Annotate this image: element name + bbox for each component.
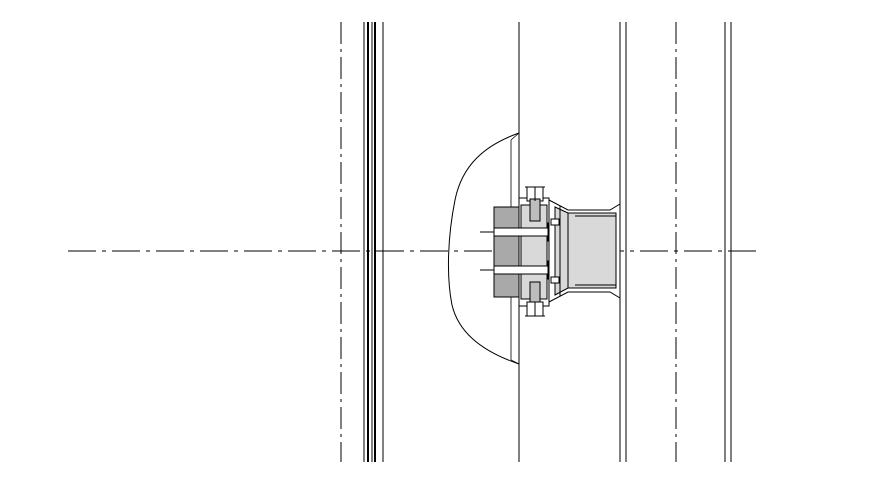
top-bolt-assembly <box>525 186 545 222</box>
connection-tube <box>548 199 621 303</box>
curved-cover-outline <box>447 132 520 365</box>
left-column-flange <box>363 22 384 462</box>
right-column-flange-2 <box>724 22 732 462</box>
nut-details <box>550 218 560 284</box>
base-plate <box>493 206 520 298</box>
bottom-bolt-assembly <box>525 281 545 317</box>
right-column-flange-1 <box>619 22 627 462</box>
